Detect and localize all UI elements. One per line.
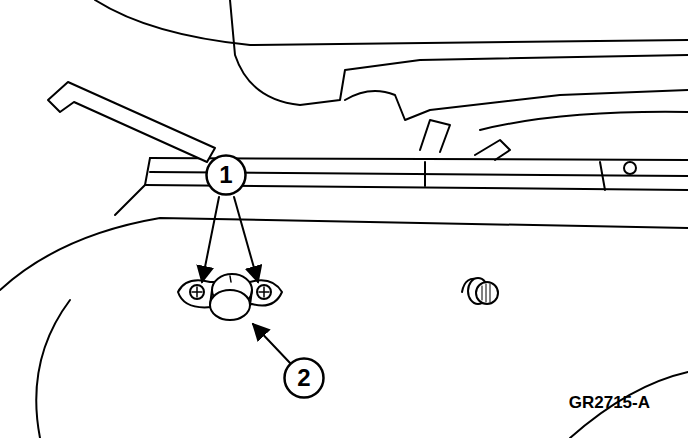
leader-line	[202, 197, 219, 282]
frame-line	[480, 112, 688, 130]
rail-line	[115, 158, 150, 215]
figure-code: GR2715-A	[569, 393, 650, 413]
sensor	[178, 274, 282, 320]
frame-line	[95, 0, 688, 45]
callout-circle: 2	[283, 357, 325, 399]
frame-line	[475, 140, 510, 160]
body-outline	[0, 218, 688, 290]
rod	[48, 82, 215, 162]
callout-ring	[285, 359, 324, 398]
frame-line	[230, 0, 688, 105]
rail-line	[600, 162, 605, 190]
callout-circle: 1	[205, 154, 247, 196]
frame-line	[345, 90, 688, 120]
plug	[462, 278, 498, 304]
callout-number: 1	[219, 163, 232, 187]
bolt-head	[624, 162, 636, 174]
leader-line	[253, 324, 291, 364]
frame-line	[420, 120, 450, 152]
leader-line	[234, 197, 258, 282]
body-outline	[36, 300, 70, 438]
callout-ring	[207, 156, 246, 195]
callout-number: 2	[297, 366, 310, 390]
rail-line	[424, 162, 426, 186]
